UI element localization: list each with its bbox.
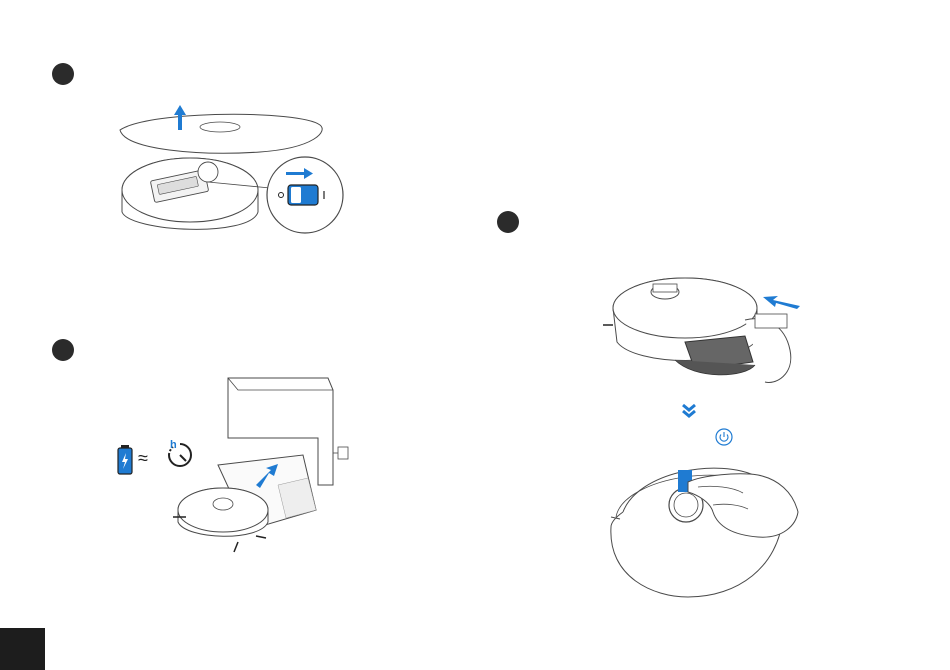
page-corner-tab xyxy=(0,628,45,670)
remove-cover-illustration xyxy=(110,100,350,250)
battery-charging-icon xyxy=(117,445,133,480)
insert-dust-bin-illustration xyxy=(595,270,810,390)
step-3-marker xyxy=(497,211,519,233)
charge-equals-symbol: ≈ xyxy=(138,448,148,469)
step-1-marker xyxy=(52,63,74,85)
press-power-button-illustration xyxy=(608,457,808,602)
step-2-marker xyxy=(52,339,74,361)
dock-charging-illustration xyxy=(168,370,358,555)
power-button-icon xyxy=(715,428,733,451)
double-chevron-down-icon xyxy=(682,404,696,423)
